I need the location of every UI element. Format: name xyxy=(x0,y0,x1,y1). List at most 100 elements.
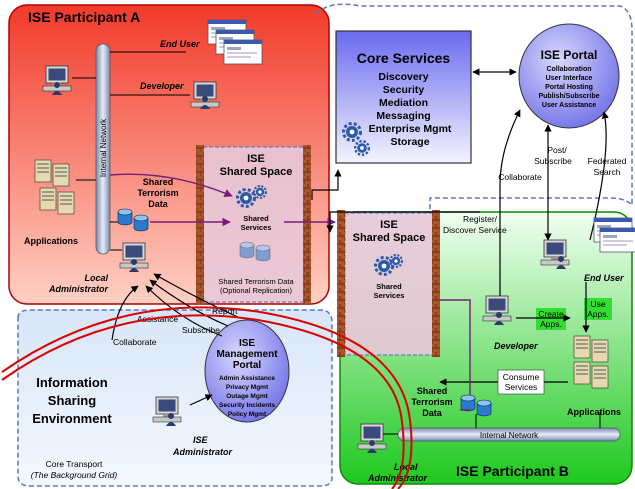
management-portal-node: ISE Management Portal Admin Assistance P… xyxy=(204,319,290,423)
participant-b-title: ISE Participant B xyxy=(456,463,569,479)
management-portal-item: Security Incidents xyxy=(219,402,275,409)
firewall-wall xyxy=(196,145,204,305)
core-service-item: Messaging xyxy=(376,110,430,122)
ise-administrator: ISE Administrator xyxy=(152,396,233,457)
shared-space-b-title: Shared Space xyxy=(353,232,426,244)
core-service-item: Discovery xyxy=(378,71,428,83)
flow-label: Report xyxy=(212,306,238,316)
flow-label: Discover Service xyxy=(443,225,507,235)
ise-portal-item: Collaboration xyxy=(546,66,591,73)
developer-b-label: Developer xyxy=(494,341,538,351)
firewall-wall xyxy=(337,210,345,357)
management-portal-title: Management xyxy=(216,349,278,360)
local-admin-a: Local Administrator xyxy=(48,242,149,294)
shared-space-b: ISE Shared Space Shared Services xyxy=(337,210,440,357)
core-service-item: Enterprise Mgmt xyxy=(369,123,452,135)
flow-label: Collaborate xyxy=(498,172,542,182)
environment-title: Environment xyxy=(32,411,112,426)
flow-label: Consume xyxy=(503,372,540,382)
data-flow-arrow xyxy=(440,299,471,395)
applications-a: Applications xyxy=(24,159,78,246)
shared-space-a-title: Shared Space xyxy=(220,166,293,178)
management-portal-item: Policy Mgmt xyxy=(228,411,267,418)
core-services-title: Core Services xyxy=(357,50,451,66)
core-transport-label: (The Background Grid) xyxy=(31,470,118,480)
flow-label: Use xyxy=(590,299,605,309)
developer-a: Developer xyxy=(140,81,220,109)
shared-services-label: Services xyxy=(241,223,272,232)
highlight-circle xyxy=(1,306,413,489)
shared-data-b-label: Data xyxy=(422,408,443,418)
core-transport-label: Core Transport xyxy=(46,459,103,469)
flow-label: Federated xyxy=(588,156,627,166)
consume-services-tag: Consume Services xyxy=(497,369,545,395)
shared-services-label: Shared xyxy=(243,214,269,223)
flow-label: Search xyxy=(594,167,621,177)
shared-services-label: Services xyxy=(374,291,405,300)
local-admin-a-label: Local xyxy=(84,273,108,283)
end-user-b: End User xyxy=(540,217,635,283)
local-admin-b-label: Administrator xyxy=(367,473,428,483)
end-user-a: End User xyxy=(160,19,263,65)
ise-admin-label: Administrator xyxy=(172,447,233,457)
connectors-a xyxy=(72,51,190,251)
internal-network-b: Internal Network xyxy=(397,427,621,442)
ise-portal-item: User Assistance xyxy=(542,102,596,109)
core-service-item: Security xyxy=(383,84,425,96)
top-arrows xyxy=(311,68,609,300)
flow-label: Collaborate xyxy=(113,337,157,347)
shared-space-a: ISE Shared Space Shared Services Shared … xyxy=(196,145,311,305)
shared-data-b-label: Shared xyxy=(417,386,448,396)
flow-label: Assistance xyxy=(137,314,178,324)
flow-label: Post/ xyxy=(547,145,567,155)
flow-label: Subscribe xyxy=(182,325,220,335)
flow-label: Apps. xyxy=(587,309,609,319)
workstation-a xyxy=(42,65,72,95)
shared-data-b-label: Terrorism xyxy=(411,397,452,407)
management-portal-item: Admin Assistance xyxy=(219,375,275,382)
ise-portal-node: ISE Portal Collaboration User Interface … xyxy=(518,23,620,129)
ise-admin-label: ISE xyxy=(193,435,209,445)
shared-space-a-title: ISE xyxy=(247,153,265,165)
firewall-wall xyxy=(432,210,440,357)
applications-b: Applications xyxy=(567,335,621,417)
shared-data-a-label: Shared xyxy=(143,177,174,187)
flow-label: Subscribe xyxy=(534,156,572,166)
flow-label: Register/ xyxy=(463,214,498,224)
shared-data-a-label: Terrorism xyxy=(137,188,178,198)
firewall-wall xyxy=(303,145,311,305)
replication-label: Shared Terrorism Data xyxy=(218,277,294,286)
shared-services-label: Shared xyxy=(376,282,402,291)
developer-a-label: Developer xyxy=(140,81,184,91)
developer-b: Developer xyxy=(482,295,538,351)
applications-a-label: Applications xyxy=(24,236,78,246)
local-admin-b: Local Administrator xyxy=(357,423,428,483)
shared-space-b-title: ISE xyxy=(380,219,398,231)
environment-title: Sharing xyxy=(48,393,96,408)
flow-label: Create xyxy=(538,309,564,319)
ise-portal-title: ISE Portal xyxy=(541,48,598,62)
environment-title: Information xyxy=(36,375,108,390)
end-user-a-label: End User xyxy=(160,39,200,49)
replication-label: (Optional Replication) xyxy=(220,286,293,295)
management-portal-item: Privacy Mgmt xyxy=(226,384,269,391)
create-apps-tag: Create Apps. xyxy=(536,308,566,330)
management-portal-title: ISE xyxy=(239,338,255,349)
ise-portal-item: Portal Hosting xyxy=(545,84,593,91)
ise-portal-item: User Interface xyxy=(546,75,593,82)
local-admin-a-label: Administrator xyxy=(48,284,109,294)
end-user-b-label: End User xyxy=(584,273,624,283)
participant-a-title: ISE Participant A xyxy=(28,9,140,25)
data-flow-arrows-a xyxy=(109,173,336,227)
core-service-item: Mediation xyxy=(379,97,428,109)
internal-network-label: Internal Network xyxy=(99,118,108,177)
shared-data-a-label: Data xyxy=(148,199,169,209)
flow-label: Apps. xyxy=(540,319,562,329)
management-portal-item: Outage Mgmt xyxy=(226,393,268,400)
applications-b-label: Applications xyxy=(567,407,621,417)
management-portal-title: Portal xyxy=(233,360,262,371)
internal-network-a: Internal Network xyxy=(95,43,111,255)
ise-portal-item: Publish/Subscribe xyxy=(538,93,599,100)
local-admin-b-label: Local xyxy=(394,462,418,472)
